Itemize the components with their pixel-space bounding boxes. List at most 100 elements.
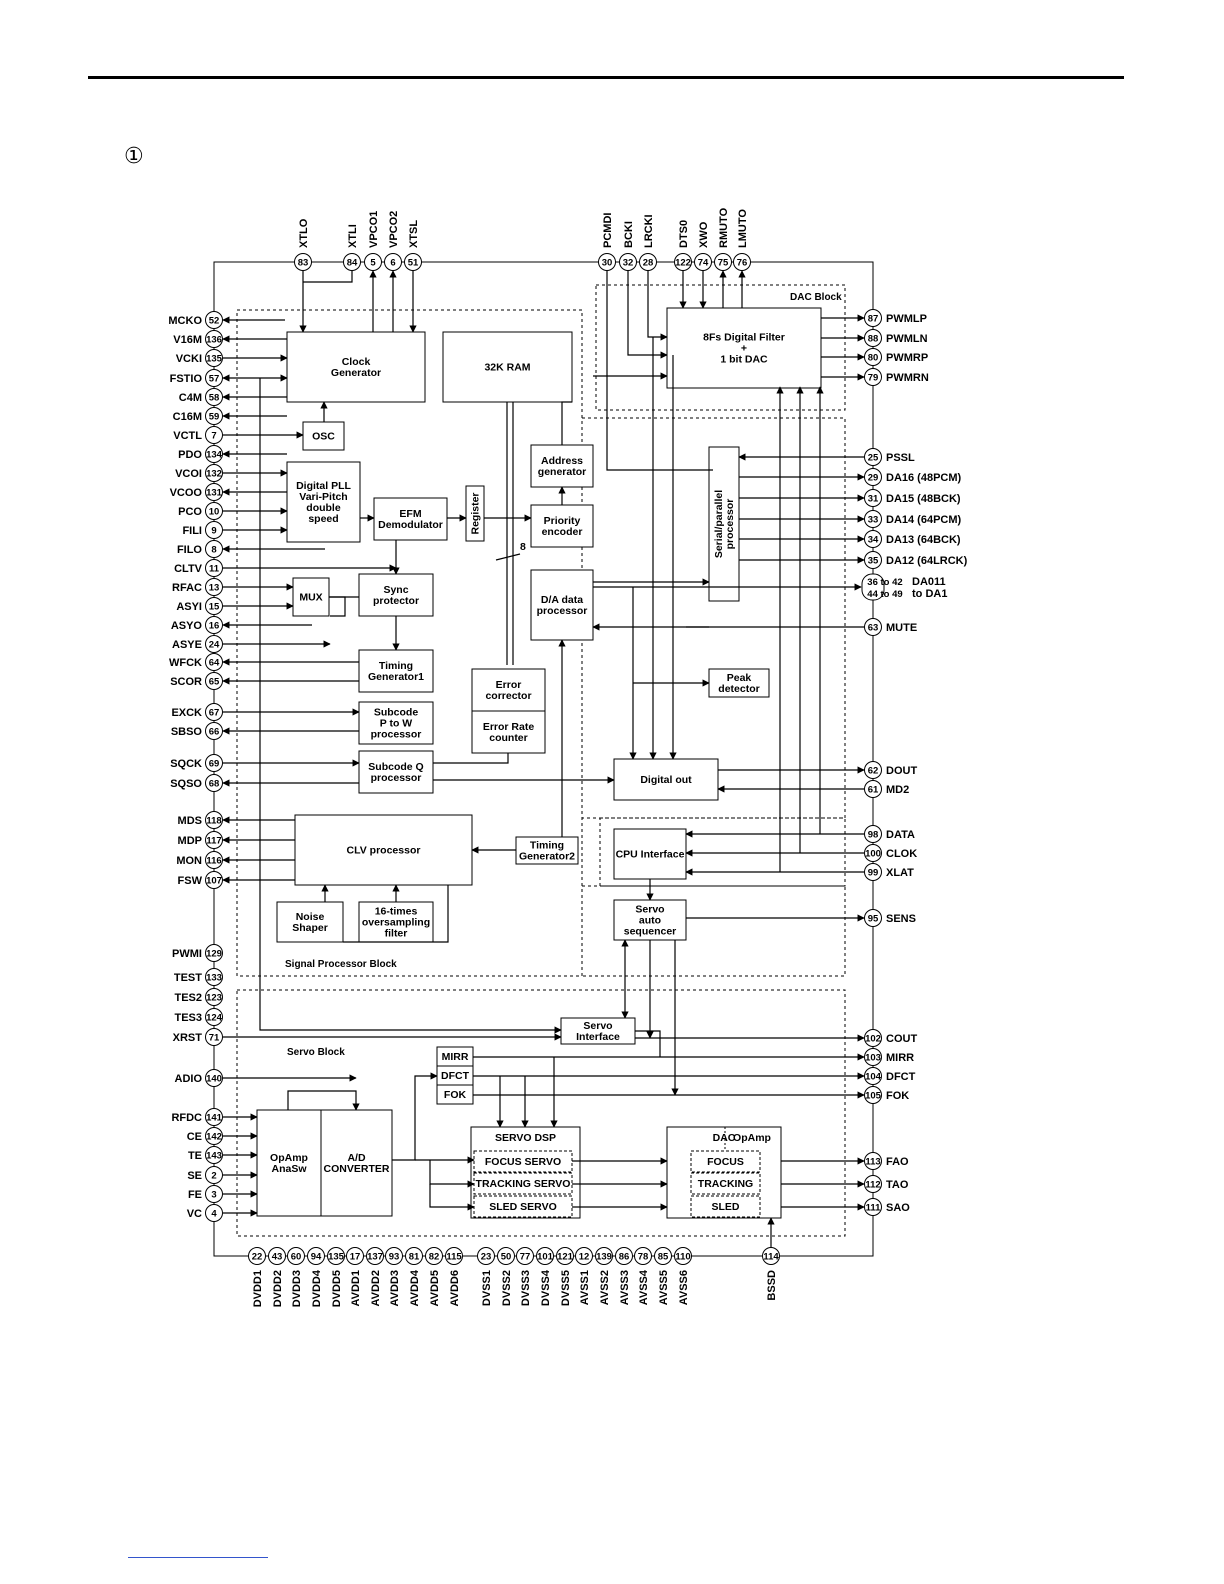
cpu-region xyxy=(599,817,846,887)
block-dfct-label: DFCT xyxy=(441,1070,470,1082)
block-dpll xyxy=(286,461,361,543)
signal-wire xyxy=(287,1090,360,1111)
pin-v16m-number: 136 xyxy=(206,334,222,345)
pin-sqso-number: 68 xyxy=(209,778,220,789)
pin-c16m-number: 59 xyxy=(209,411,220,422)
pin-label-dvss3: DVSS3 xyxy=(520,1270,532,1306)
pin-label-exck: EXCK xyxy=(171,707,202,719)
pin-label-vctl: VCTL xyxy=(173,430,202,442)
pin-pwmln-number: 88 xyxy=(868,333,879,344)
pin-asyi-circle xyxy=(205,597,223,615)
pin-xlat-circle xyxy=(864,863,882,881)
block-address-gen-label: Address xyxy=(541,455,583,467)
pin-test-number: 133 xyxy=(206,972,222,983)
pin-label-vpco1: VPCO1 xyxy=(368,211,380,248)
pin-label-vcki: VCKI xyxy=(176,353,202,365)
block-noise-shaper-label: Noise xyxy=(296,911,325,923)
pin-label-dvss2: DVSS2 xyxy=(501,1270,513,1306)
pin-label-dvdd2: DVDD2 xyxy=(272,1270,284,1307)
top-rule xyxy=(88,76,1124,79)
pin-bcki-number: 32 xyxy=(623,257,634,268)
pin-lrcki-circle xyxy=(639,253,657,271)
pin-label-adio: ADIO xyxy=(175,1073,203,1085)
pin-mute-circle xyxy=(864,618,882,636)
signal-wire xyxy=(647,271,668,341)
pin-label-dvdd3: DVDD3 xyxy=(291,1270,303,1307)
pin-label-lrcki: LRCKI xyxy=(643,214,655,248)
pin-label-filo: FILO xyxy=(177,544,202,556)
pin-avss6-number: 110 xyxy=(675,1251,690,1262)
block-timing1-label: Timing xyxy=(379,660,413,672)
chip-outline xyxy=(213,261,874,1257)
pin-rfac-number: 13 xyxy=(209,582,220,593)
signal-wire xyxy=(429,1184,475,1211)
block-digital-out-label: Digital out xyxy=(640,774,692,786)
pin-label-avdd4: AVDD4 xyxy=(409,1269,421,1306)
block-da-proc xyxy=(530,569,594,641)
pin-sbso-number: 66 xyxy=(209,726,220,737)
block-dpll-label: Vari-Pitch xyxy=(299,491,347,503)
pin-rfdc-number: 141 xyxy=(206,1112,223,1123)
pin-data-number: 98 xyxy=(868,829,879,840)
block-servo-seq-label: Servo xyxy=(635,904,664,916)
pin-xwo-number: 74 xyxy=(698,257,709,268)
pin-ce-circle xyxy=(205,1127,223,1145)
pin-avdd4-number: 81 xyxy=(409,1251,420,1262)
signal-processor-region-right xyxy=(582,417,846,819)
pin-te-circle xyxy=(205,1146,223,1164)
pin-vctl-circle xyxy=(205,426,223,444)
pin-cout-number: 102 xyxy=(865,1033,881,1044)
pin-label-se: SE xyxy=(187,1170,202,1182)
block-efm-label: EFM xyxy=(399,508,421,520)
pin-label-avdd2: AVDD2 xyxy=(370,1270,382,1306)
pin-label-wfck: WFCK xyxy=(169,657,202,669)
pin-avdd2-circle xyxy=(366,1247,384,1265)
block-efm xyxy=(373,497,448,541)
pin-label-sens: SENS xyxy=(886,913,916,925)
pin-label-clok: CLOK xyxy=(886,848,917,860)
block-efm-label: Demodulator xyxy=(378,519,443,531)
pin-sqck-number: 69 xyxy=(209,758,220,769)
block-da-proc-label: D/A data xyxy=(541,594,583,606)
block-subcode-pw-label: P to W xyxy=(380,718,413,730)
pin-cltv-circle xyxy=(205,559,223,577)
pin-xrst-circle xyxy=(205,1028,223,1046)
pin-rmuto-number: 75 xyxy=(718,257,729,268)
pin-dvss4-circle xyxy=(536,1247,554,1265)
pin-fok-number: 105 xyxy=(865,1090,882,1101)
pin-c4m-number: 58 xyxy=(209,392,220,403)
pin-label-lmuto: LMUTO xyxy=(737,209,749,248)
block-dac-filter xyxy=(666,307,822,389)
pin-fe-number: 3 xyxy=(211,1189,216,1200)
pin-label-dvss4: DVSS4 xyxy=(540,1269,552,1306)
pin-lmuto-number: 76 xyxy=(737,257,748,268)
block-priority-enc-label: Priority xyxy=(544,515,581,527)
signal-processor-region xyxy=(236,309,583,977)
pin-label-tes2: TES2 xyxy=(174,992,202,1004)
pin-xtsl-number: 51 xyxy=(408,257,419,268)
block-da-proc-label: processor xyxy=(537,605,588,617)
pin-dts0-circle xyxy=(674,253,692,271)
pin-dfct-number: 104 xyxy=(865,1071,882,1082)
pin-label-tes3: TES3 xyxy=(174,1012,202,1024)
pin-label-asyo: ASYO xyxy=(171,620,203,632)
pin-dvss2-number: 50 xyxy=(501,1251,512,1262)
pin-xwo-circle xyxy=(694,253,712,271)
pin-avdd1-circle xyxy=(346,1247,364,1265)
pin-dvss5-number: 121 xyxy=(557,1251,574,1262)
pin-label-vc: VC xyxy=(187,1208,202,1220)
block-dac-filter-label: + xyxy=(741,343,747,355)
pin-dvss5-circle xyxy=(556,1247,574,1265)
pin-label-avss2: AVSS2 xyxy=(599,1270,611,1305)
block-ram xyxy=(442,331,573,403)
pin-sens-number: 95 xyxy=(868,913,879,924)
block-mirr-label: MIRR xyxy=(442,1051,469,1063)
pin-da16-48pcm-number: 29 xyxy=(868,472,879,483)
pin-label-mirr: MIRR xyxy=(886,1052,914,1064)
pin-dout-number: 62 xyxy=(868,765,879,776)
block-sled-servo-label: SLED SERVO xyxy=(489,1201,557,1213)
pin-avdd5-number: 82 xyxy=(429,1251,440,1262)
pin-label-mdp: MDP xyxy=(178,835,202,847)
signal-wire xyxy=(343,885,449,943)
signal-wire xyxy=(606,271,713,471)
